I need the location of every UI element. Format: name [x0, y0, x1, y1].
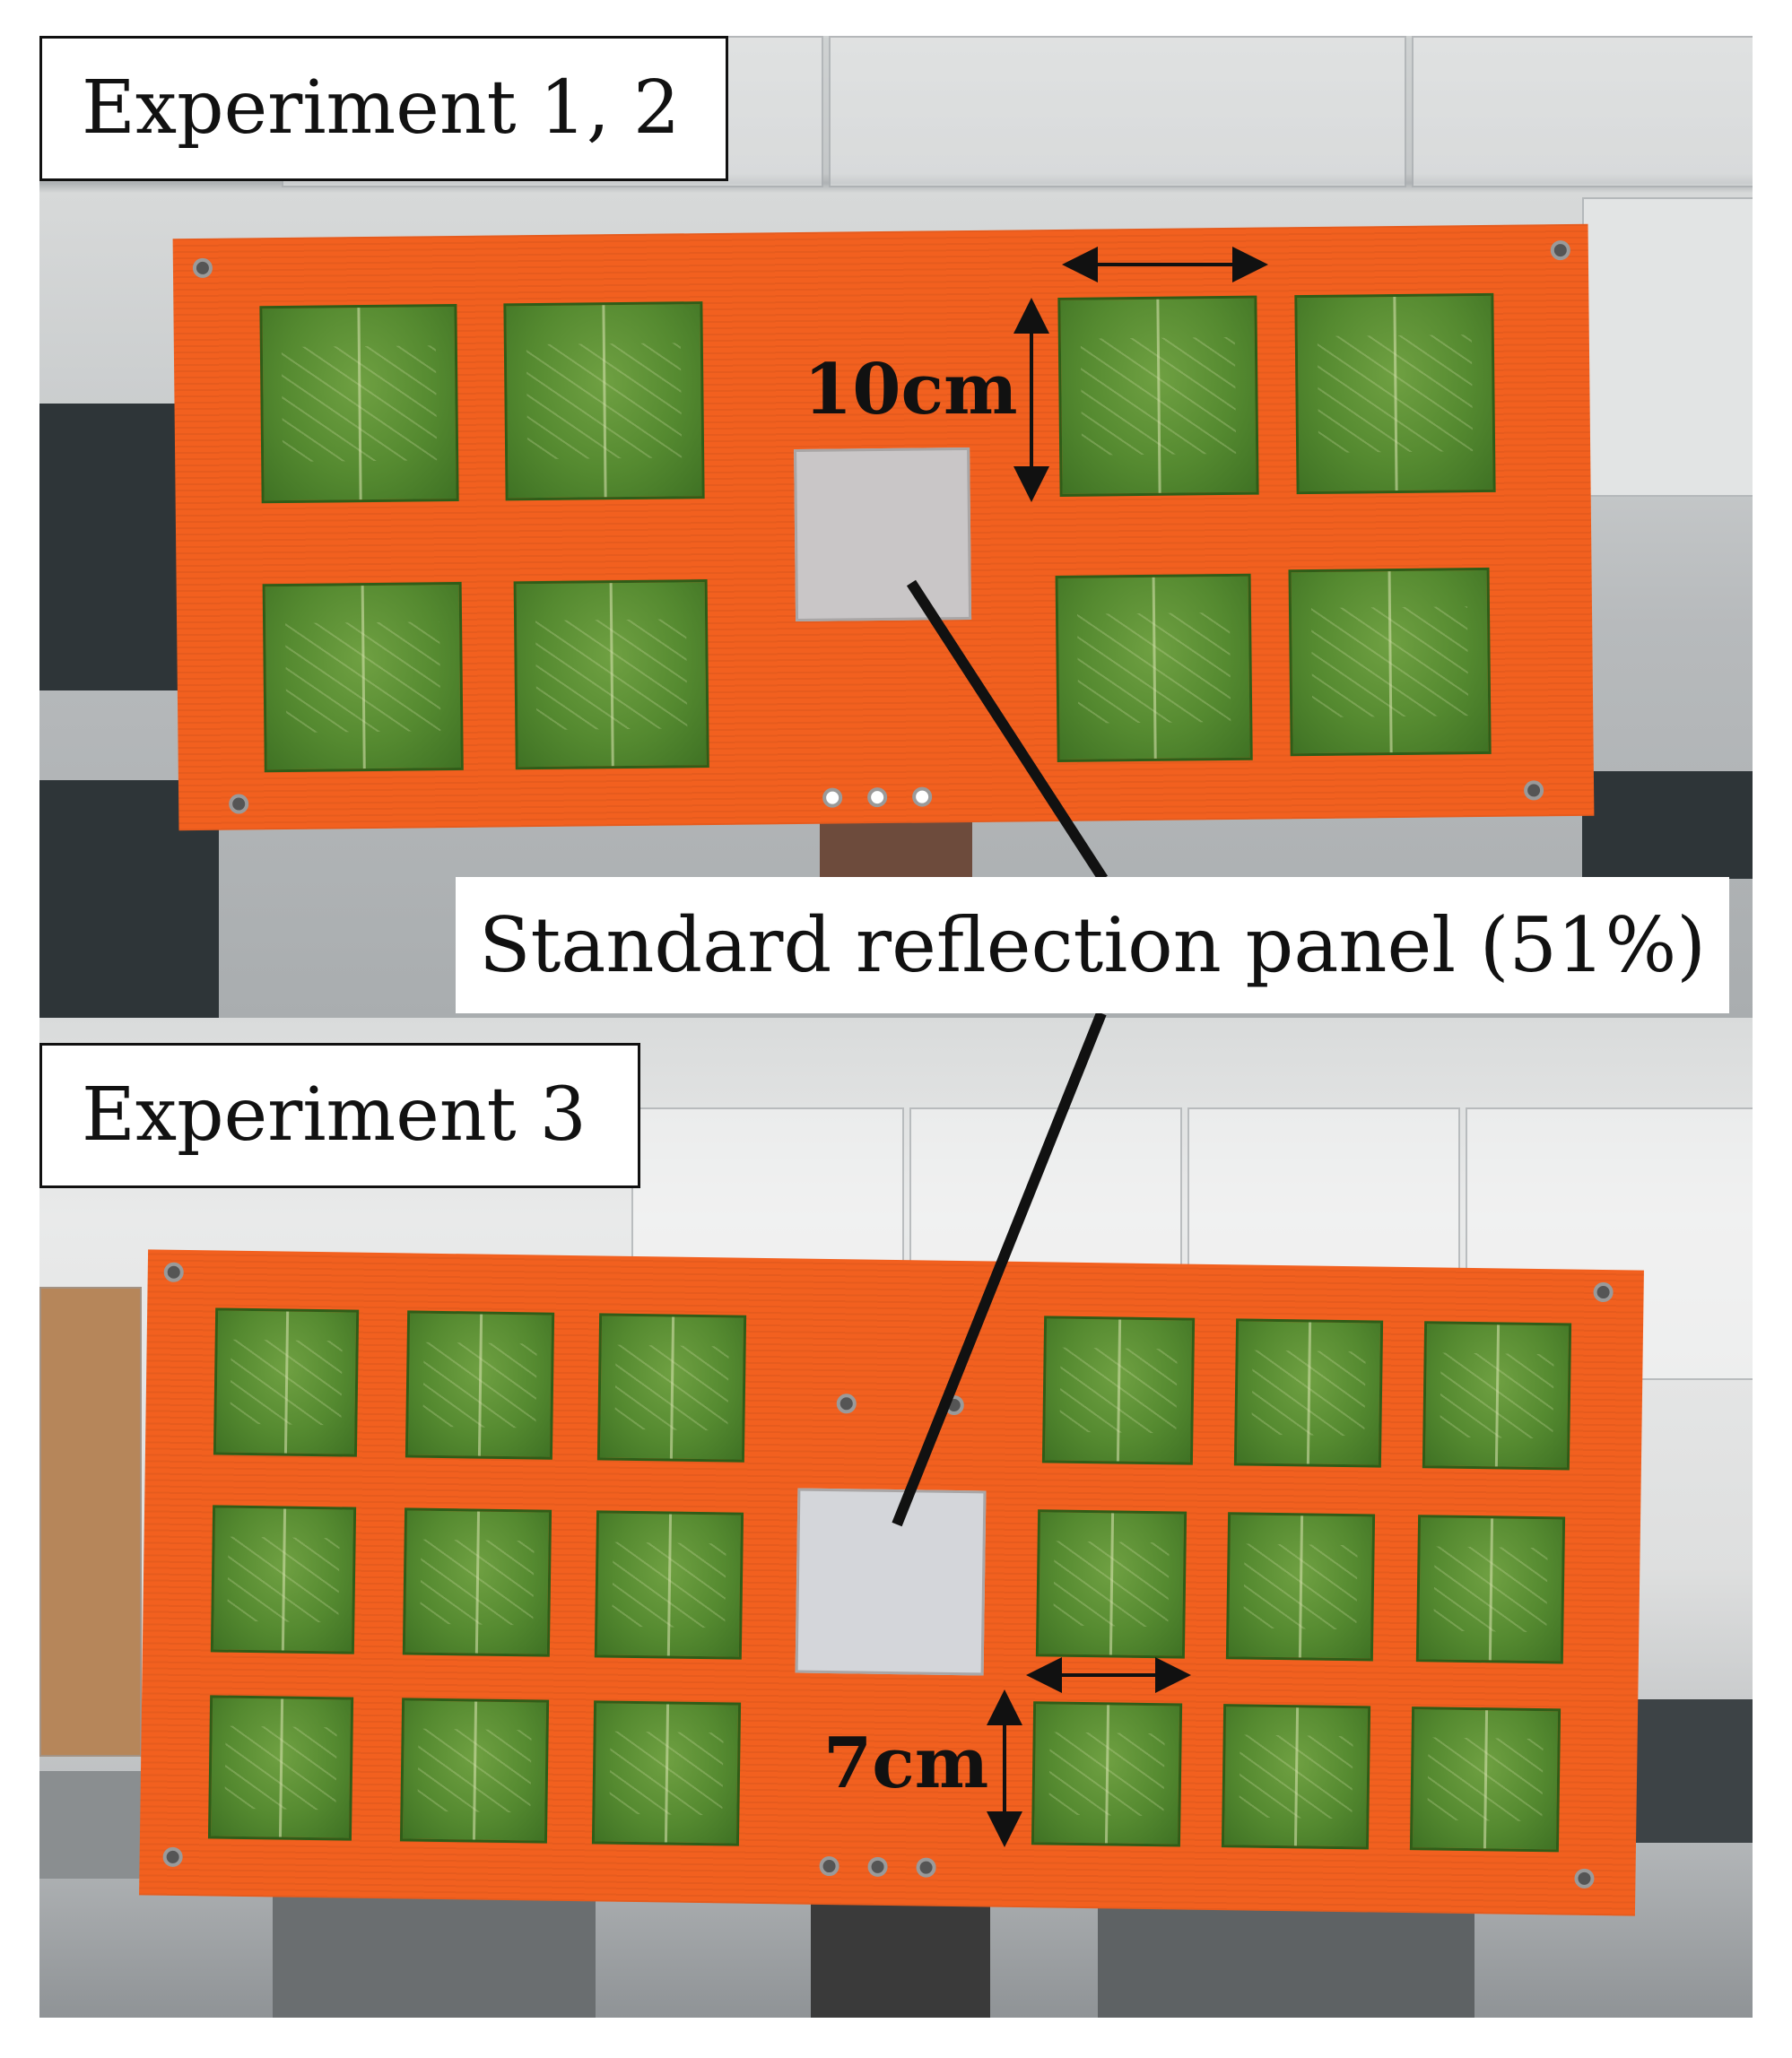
callout-line-bottom — [892, 1011, 1107, 1527]
experiment-3-label: Experiment 3 — [39, 1043, 640, 1188]
dimension-label-10cm: 10cm — [804, 349, 1018, 430]
experiment-1-2-label: Experiment 1, 2 — [39, 36, 728, 181]
dark-cabinet — [39, 404, 201, 690]
wall-cabinet — [829, 36, 1406, 187]
lab-bench — [273, 1879, 596, 2018]
lab-bench — [1582, 771, 1753, 879]
lab-instrument — [1582, 197, 1753, 497]
wooden-door — [39, 1287, 142, 1757]
dimension-label-7cm: 7cm — [823, 1723, 989, 1804]
callout-line-top — [906, 579, 1109, 882]
reference-panel-label: Standard reflection panel (51%) — [456, 877, 1729, 1013]
wall-cabinet — [1412, 36, 1753, 187]
